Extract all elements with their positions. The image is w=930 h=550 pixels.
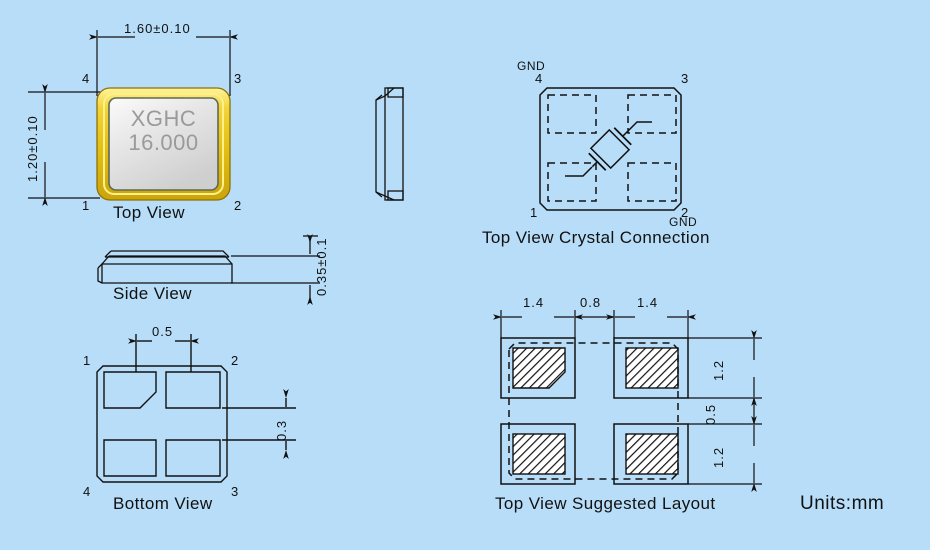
bottom-view-pin-1-label: 1 [83, 353, 91, 368]
crystal-pin-1-label: 1 [530, 205, 538, 220]
bottom-view-pad-width-dimension: 0.5 [152, 324, 174, 339]
layout-horizontal-dim-1: 1.4 [523, 295, 545, 310]
top-view-pin-3-label: 3 [234, 71, 242, 86]
top-view-pin-1-label: 1 [82, 198, 90, 213]
top-view-pin-2-label: 2 [234, 198, 242, 213]
layout-vertical-dim-3: 1.2 [711, 446, 726, 468]
crystal-pin-4-label: 4 [535, 71, 543, 86]
bottom-view-pin-2-label: 2 [231, 353, 239, 368]
side-view-thickness-dimension: 0.35±0.1 [314, 237, 329, 296]
bottom-view-caption: Bottom View [113, 494, 213, 513]
crystal-connection-caption: Top View Crystal Connection [482, 228, 710, 247]
bottom-view [96, 334, 296, 483]
layout-horizontal-dim-2: 0.8 [580, 295, 602, 310]
layout-vertical-dim-2: 0.5 [703, 403, 718, 425]
top-view-package [96, 87, 231, 201]
layout-horizontal-dim-3: 1.4 [637, 295, 659, 310]
top-view-pin-4-label: 4 [82, 71, 90, 86]
side-view [97, 234, 320, 305]
crystal-connection-view [539, 87, 682, 211]
end-view [375, 87, 404, 201]
bottom-view-pin-4-label: 4 [83, 484, 91, 499]
crystal-gnd-top-label: GND [517, 59, 546, 73]
top-view-height-dimension: 1.20±0.10 [25, 115, 40, 182]
package-marking-line2: 16.000 [128, 130, 199, 155]
package-marking-line1: XGHC [130, 106, 197, 131]
layout-vertical-dim-1: 1.2 [711, 359, 726, 381]
suggested-layout-caption: Top View Suggested Layout [495, 494, 716, 513]
crystal-pin-3-label: 3 [681, 71, 689, 86]
bottom-view-pad-height-dimension: 0.3 [274, 419, 289, 441]
bottom-view-pin-3-label: 3 [231, 484, 239, 499]
top-view-width-dimension: 1.60±0.10 [124, 21, 191, 36]
package-marking: XGHC 16.000 [109, 108, 218, 154]
side-view-caption: Side View [113, 284, 192, 303]
crystal-pin-2-label: 2 [681, 205, 689, 220]
crystal-gnd-bottom-label: GND [669, 215, 698, 229]
suggested-layout-view [493, 310, 762, 492]
top-view-caption: Top View [113, 203, 185, 222]
units-note: Units:mm [800, 493, 885, 514]
